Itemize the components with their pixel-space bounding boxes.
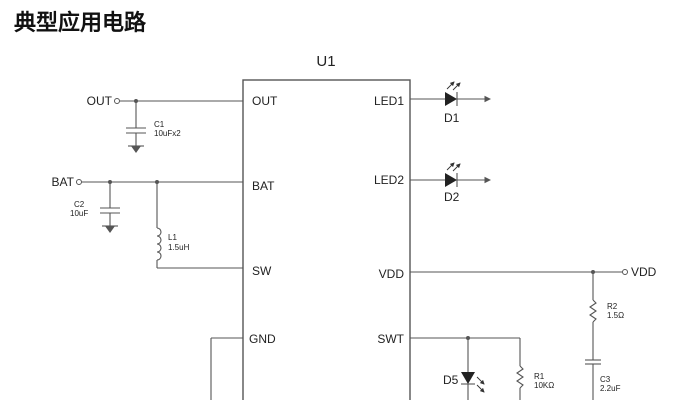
- d1-triangle: [445, 92, 457, 106]
- terminal-label-out: OUT: [87, 94, 113, 108]
- vdd-terminal: [622, 269, 628, 275]
- pin-label-led2: LED2: [374, 173, 404, 187]
- c3-ref: C3: [600, 375, 611, 384]
- d2-ref: D2: [444, 190, 460, 204]
- l1-ref: L1: [168, 233, 177, 242]
- chip-u1-name: U1: [316, 53, 335, 70]
- d2-emit-arrow-2: [452, 163, 461, 172]
- swt-net: [410, 337, 524, 400]
- d2-triangle: [445, 173, 457, 187]
- d1-ref: D1: [444, 111, 460, 125]
- ground-symbol-c2: [105, 226, 115, 233]
- d2-emit-arrow-1: [446, 162, 455, 171]
- r2-value: 1.5Ω: [607, 311, 624, 320]
- d5-ref: D5: [443, 373, 459, 387]
- out-terminal: [114, 98, 120, 104]
- gnd-net: [210, 337, 243, 400]
- terminal-label-vdd: VDD: [631, 265, 657, 279]
- out-junction: [134, 99, 138, 103]
- bat-junction-l1: [155, 180, 159, 184]
- out-net: [120, 100, 243, 147]
- d1-emit-arrow-1: [446, 81, 455, 90]
- c3-value: 2.2uF: [600, 384, 621, 393]
- vdd-junction: [591, 270, 595, 274]
- page-title: 典型应用电路: [14, 11, 147, 36]
- bat-junction-c2: [108, 180, 112, 184]
- c1-value: 10uFx2: [154, 129, 181, 138]
- pin-label-bat: BAT: [252, 179, 275, 193]
- l1-value: 1.5uH: [168, 243, 190, 252]
- c1-ref: C1: [154, 120, 165, 129]
- pin-label-swt: SWT: [377, 332, 404, 346]
- pin-label-out: OUT: [252, 94, 278, 108]
- swt-junction: [466, 336, 470, 340]
- d1-emit-arrow-2: [452, 82, 461, 91]
- d5-triangle: [461, 372, 475, 384]
- terminal-label-bat: BAT: [52, 175, 75, 189]
- r1-ref: R1: [534, 372, 545, 381]
- ground-symbol-c1: [131, 146, 141, 153]
- c2-ref: C2: [74, 200, 85, 209]
- pin-label-gnd: GND: [249, 332, 276, 346]
- d5-emit-arrow-2: [476, 384, 485, 393]
- bat-net: [82, 181, 243, 269]
- pin-label-sw: SW: [252, 264, 272, 278]
- pin-label-vdd: VDD: [379, 267, 405, 281]
- d5-emit-arrow-1: [476, 376, 485, 385]
- chip-u1-body: [242, 79, 411, 400]
- r1-value: 10KΩ: [534, 381, 554, 390]
- bat-terminal: [76, 179, 82, 185]
- vdd-net: [410, 271, 622, 400]
- c2-value: 10uF: [70, 209, 88, 218]
- r2-ref: R2: [607, 302, 618, 311]
- pin-label-led1: LED1: [374, 94, 404, 108]
